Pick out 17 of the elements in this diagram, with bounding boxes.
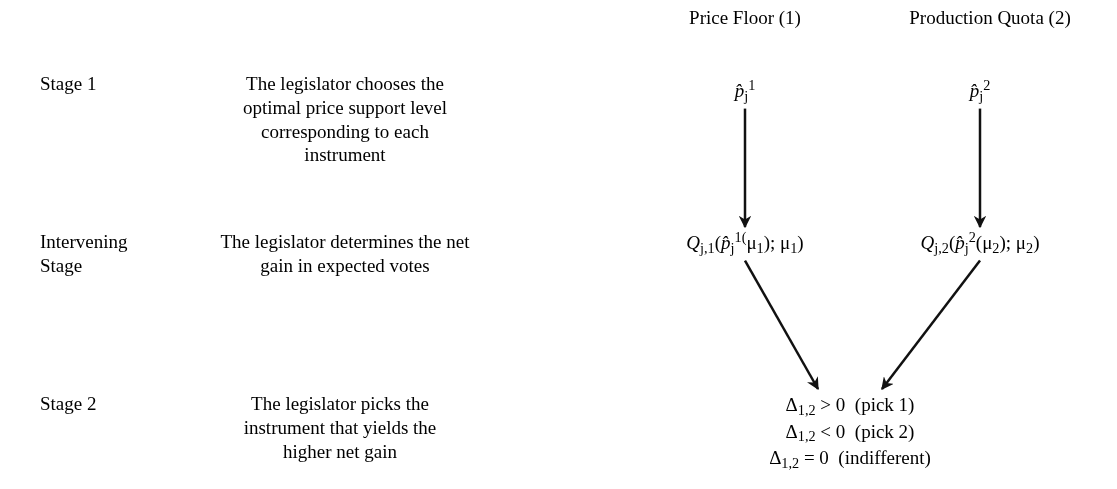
- arrow: [881, 259, 981, 390]
- stage-description: The legislator chooses the optimal price support level corresponding to each instrument: [241, 72, 449, 167]
- arrow: [973, 108, 987, 229]
- stage-label: Stage 1: [40, 72, 98, 96]
- arrow: [743, 259, 820, 391]
- stage-description: The legislator picks the instrument that yields the higher net gain: [242, 392, 438, 464]
- math-expression: Δ$_{1,2}$ > 0 (pick 1): [785, 393, 915, 419]
- arrow: [738, 108, 752, 229]
- math-expression: Δ$_{1,2}$ < 0 (pick 2): [785, 419, 915, 446]
- column-header: Production Quota (2): [908, 6, 1072, 30]
- column-header: Price Floor (1): [688, 6, 802, 30]
- math-expression: Q$_{j,2}$(p̂$_{j}$$^{2}$(μ$_{2}$); μ$_{2}$): [920, 230, 1040, 257]
- stage-description: The legislator determines the net gain in expected votes: [219, 230, 471, 278]
- math-expression: Δ$_{1,2}$ = 0 (indifferent): [769, 446, 931, 472]
- stage-label: Intervening Stage: [40, 230, 129, 278]
- stage-label: Stage 2: [40, 392, 98, 416]
- math-expression: Q$_{j,1}$(p̂$_{j}$$^{1(}$μ$_{1}$); μ$_{1}$): [686, 230, 804, 257]
